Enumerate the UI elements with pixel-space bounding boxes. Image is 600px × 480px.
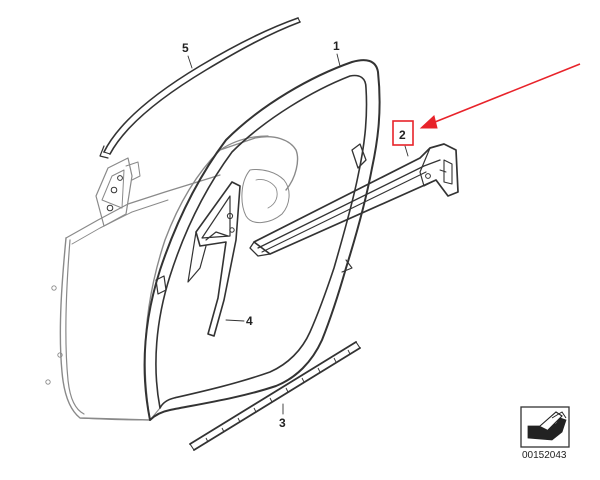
red-pointer-arrow xyxy=(419,63,581,129)
highlight-box xyxy=(392,120,414,146)
callout-2: 2 xyxy=(399,128,406,142)
sill-seal-clips xyxy=(205,349,351,443)
diagram-reference: 00152043 xyxy=(520,406,570,461)
hand-pointer-icon xyxy=(527,411,567,441)
part-2-window-shaft-seal xyxy=(249,143,459,257)
door-hinge-bracket xyxy=(95,157,141,227)
callout-5: 5 xyxy=(182,41,189,55)
part-4-quarter-window-seal: 4 xyxy=(187,181,253,337)
callout-2-highlight: 2 xyxy=(392,120,414,146)
callout-1: 1 xyxy=(333,39,340,53)
door-panel xyxy=(45,135,299,421)
part-3-sill-seal: 3 xyxy=(189,341,361,451)
callout-4: 4 xyxy=(246,314,253,328)
part-1-door-seal: 1 xyxy=(143,39,381,421)
diagram-number: 00152043 xyxy=(522,450,567,461)
callout-3: 3 xyxy=(279,416,286,430)
part-5-roof-weatherstrip: 5 xyxy=(99,17,301,159)
